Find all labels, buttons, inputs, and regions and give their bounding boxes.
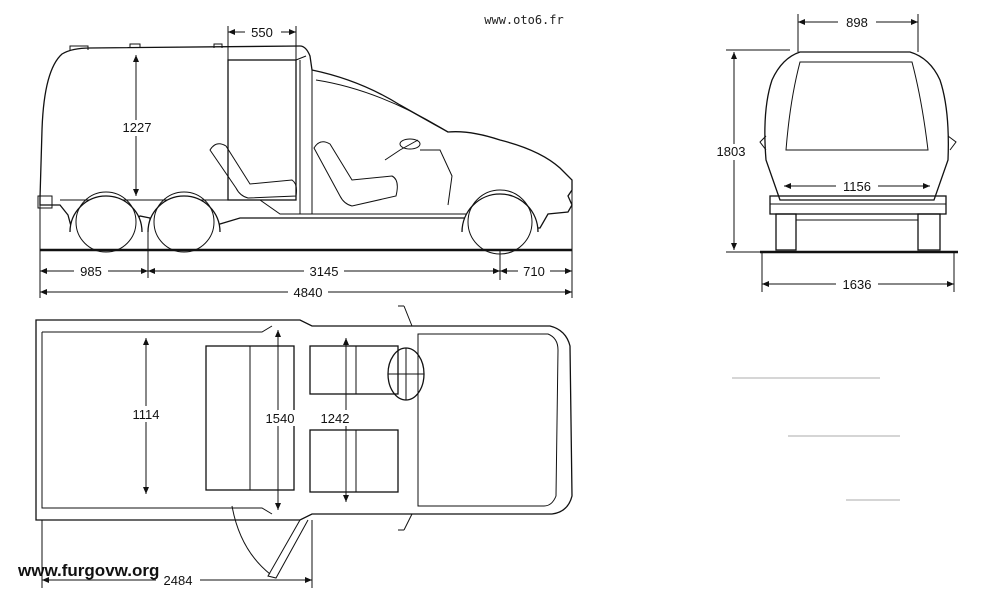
- side-view: 550 1227 985 3145 710 4840: [37, 25, 573, 300]
- cab-width-dim: 1242: [321, 411, 350, 426]
- roof-opening-dim: 550: [251, 25, 273, 40]
- rear-body-outline: [764, 51, 949, 201]
- cargo-width-dim: 1114: [133, 407, 160, 422]
- cargo-length-dim: 2484: [164, 573, 193, 588]
- roof-width-dim: 898: [846, 15, 868, 30]
- overall-length-dim: 4840: [294, 285, 323, 300]
- cargo-height-dim: 1227: [123, 120, 152, 135]
- overall-width-dim: 1636: [843, 277, 872, 292]
- overall-height-dim: 1803: [717, 144, 746, 159]
- rear-wheel-1: [69, 195, 143, 233]
- front-wheel: [461, 193, 539, 233]
- source-credit-bottom: www.furgovw.org: [17, 561, 159, 580]
- bench-width-dim: 1540: [266, 411, 295, 426]
- plan-body-outline: [35, 319, 573, 521]
- inner-width-dim: 1156: [843, 179, 871, 194]
- rear-overhang-dim: 985: [80, 264, 102, 279]
- plan-view: 1114 1540 1242 2484: [35, 305, 573, 588]
- scan-marks: [732, 377, 900, 501]
- front-overhang-dim: 710: [523, 264, 545, 279]
- rear-view: 898 1803 1156 1636: [712, 14, 958, 292]
- wheelbase-dim: 3145: [310, 264, 339, 279]
- source-credit-top: www.oto6.fr: [484, 13, 563, 27]
- rear-wheel-2: [147, 195, 221, 233]
